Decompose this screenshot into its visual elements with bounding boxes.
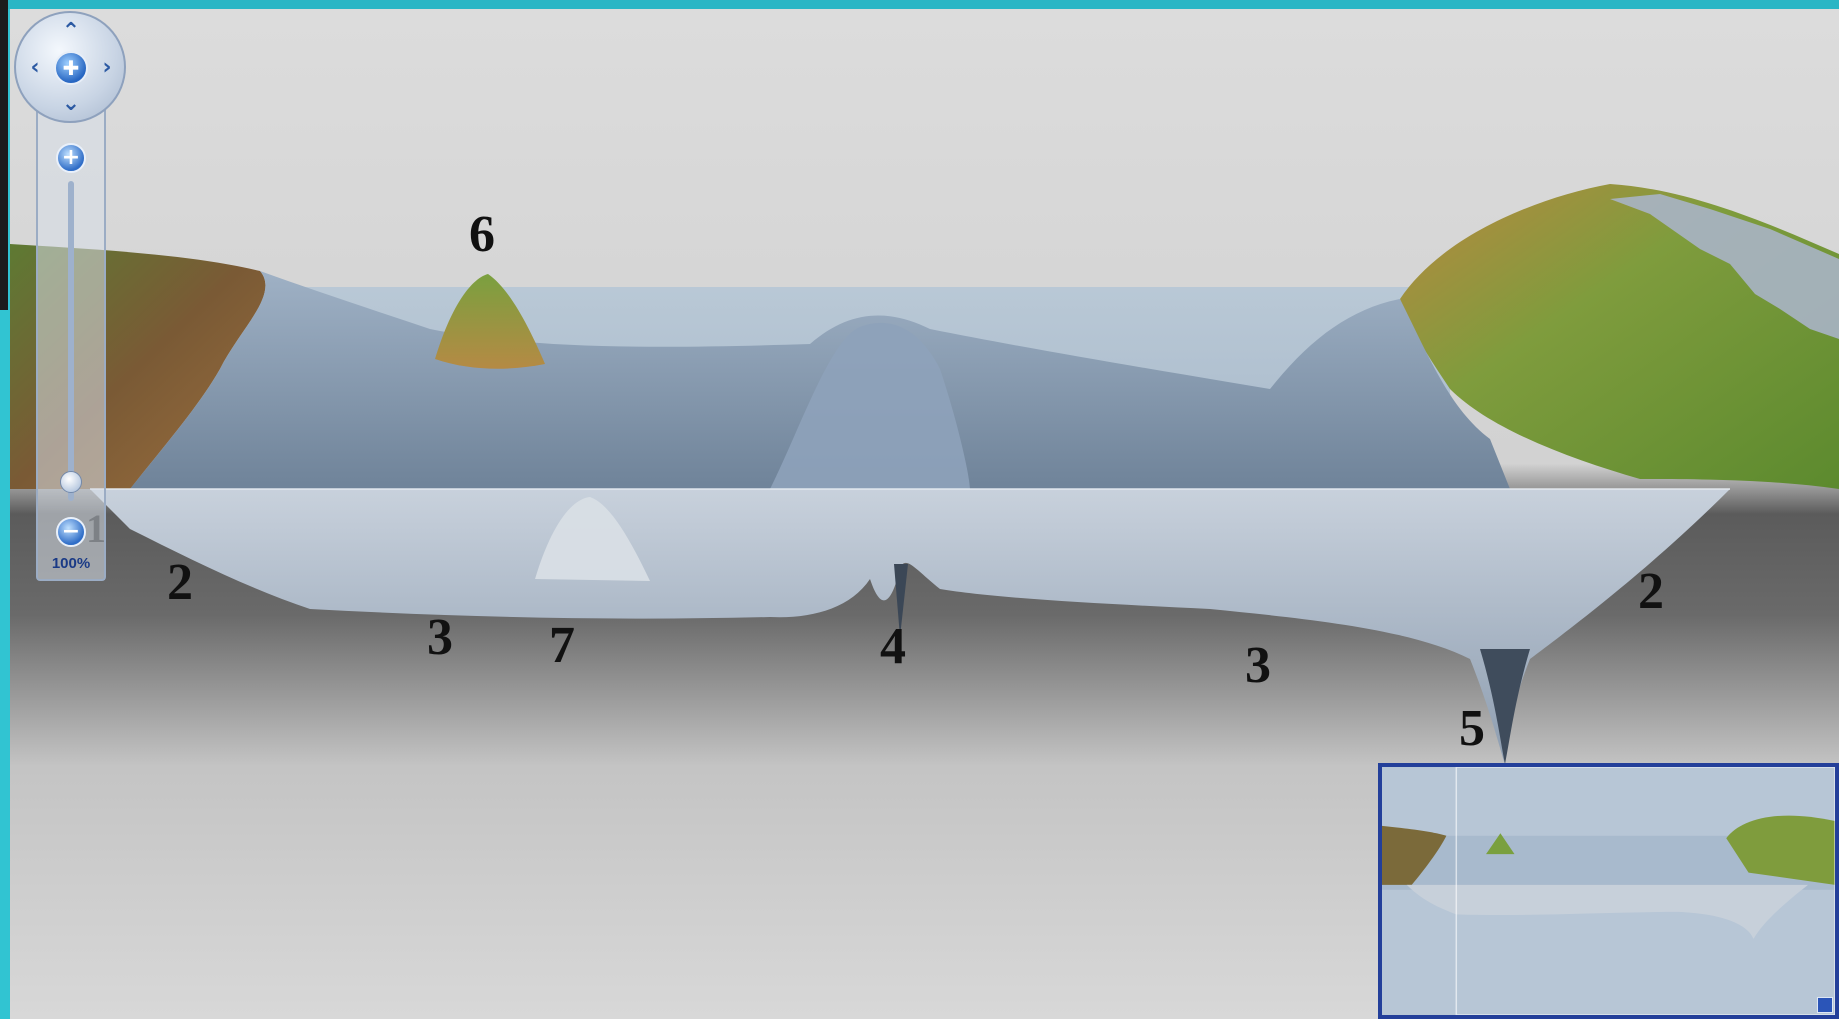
minimap-thumbnail	[1382, 767, 1835, 1015]
minimap-resize-handle[interactable]	[1817, 997, 1833, 1013]
marker-5: 5	[1459, 703, 1485, 755]
marker-7: 7	[549, 620, 575, 672]
left-dark-strip	[0, 0, 8, 310]
zoom-pan-control: ⌃ ⌄ ‹ › ✚ + − 100%	[14, 11, 126, 581]
overview-minimap[interactable]	[1378, 763, 1839, 1019]
top-frame-bar	[0, 0, 1839, 9]
zoom-out-icon[interactable]: −	[56, 517, 86, 547]
marker-2-right: 2	[1638, 566, 1664, 618]
marker-6: 6	[469, 209, 495, 261]
zoom-slider-thumb[interactable]	[60, 471, 82, 493]
chevron-left-icon[interactable]: ‹	[22, 55, 48, 81]
marker-4: 4	[880, 621, 906, 673]
chevron-right-icon[interactable]: ›	[94, 55, 120, 81]
chevron-down-icon[interactable]: ⌄	[58, 91, 84, 117]
marker-2-left: 2	[167, 557, 193, 609]
chevron-up-icon[interactable]: ⌃	[58, 19, 84, 45]
home-icon[interactable]: ✚	[54, 51, 88, 85]
image-viewer[interactable]: 6 2 3 7 4 3 2 5 1 ⌃ ⌄ ‹ › ✚ + − 100%	[10, 9, 1839, 1019]
zoom-in-icon[interactable]: +	[56, 143, 86, 173]
zoom-slider-track[interactable]	[68, 181, 74, 501]
pan-dial[interactable]: ⌃ ⌄ ‹ › ✚	[14, 11, 126, 123]
zoom-level-label: 100%	[40, 555, 102, 572]
marker-3-left: 3	[427, 612, 453, 664]
marker-3-right: 3	[1245, 640, 1271, 692]
